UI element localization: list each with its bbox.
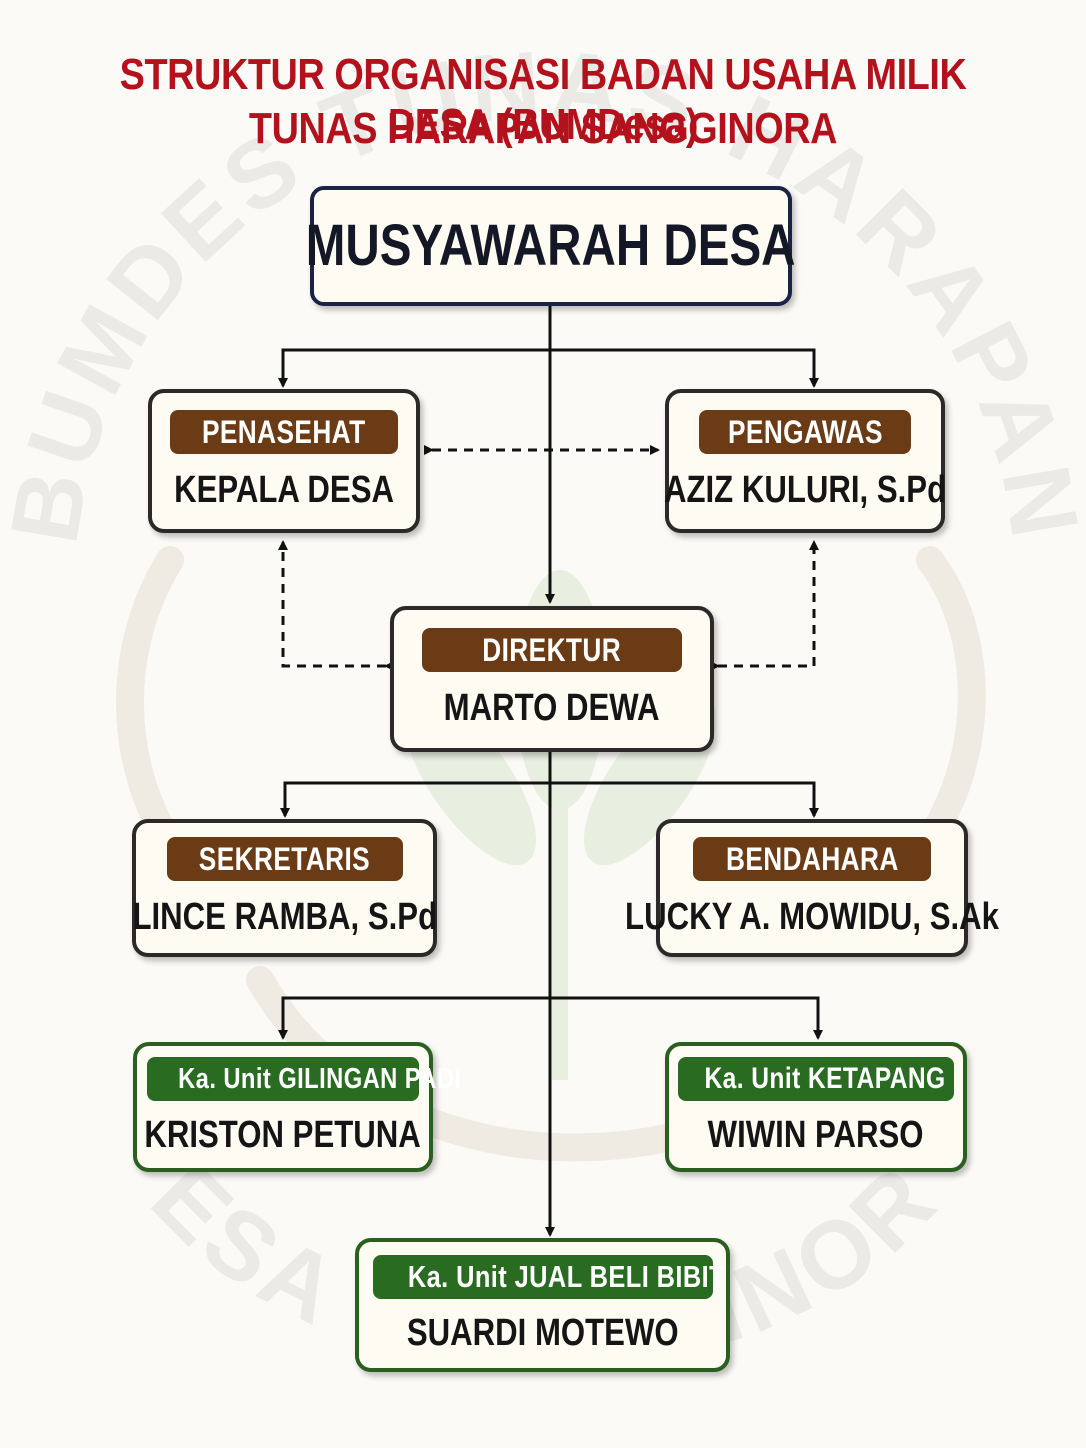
dashed-direktur-pengawas: [710, 540, 819, 671]
node-penasehat: PENASEHAT KEPALA DESA: [148, 389, 420, 533]
dashed-direktur-penasehat: [278, 540, 394, 671]
node-unit-ketapang: Ka. Unit KETAPANG WIWIN PARSO: [665, 1042, 967, 1172]
unit-bibit-name: SUARDI MOTEWO: [406, 1312, 679, 1354]
unit-gilingan-role: Ka. Unit GILINGAN PADI: [178, 1063, 462, 1095]
node-sekretaris: SEKRETARIS LINCE RAMBA, S.Pd: [132, 819, 437, 957]
pengawas-role: PENGAWAS: [727, 414, 883, 450]
sekretaris-name: LINCE RAMBA, S.Pd: [132, 896, 437, 938]
unit-ketapang-name: WIWIN PARSO: [708, 1114, 924, 1156]
pengawas-name: AZIZ KULURI, S.Pd: [663, 469, 947, 511]
node-pengawas: PENGAWAS AZIZ KULURI, S.Pd: [663, 389, 947, 533]
unit-bibit-role: Ka. Unit JUAL BELI BIBIT: [407, 1259, 725, 1294]
title-line-2: TUNAS HARAPAN SANGGINORA: [248, 104, 838, 153]
branch-unit-gilingan: [278, 996, 550, 1040]
title-line-1: STRUKTUR ORGANISASI BADAN USAHA MILIK DE…: [119, 50, 967, 149]
node-unit-jual-beli-bibit: Ka. Unit JUAL BELI BIBIT SUARDI MOTEWO: [355, 1238, 730, 1372]
bendahara-role: BENDAHARA: [725, 841, 899, 877]
node-bendahara: BENDAHARA LUCKY A. MOWIDU, S.Ak: [625, 819, 999, 957]
branch-penasehat: [278, 348, 550, 388]
sekretaris-role: SEKRETARIS: [198, 841, 371, 877]
direktur-role: DIREKTUR: [482, 632, 622, 668]
unit-ketapang-role: Ka. Unit KETAPANG: [704, 1062, 946, 1095]
unit-gilingan-name: KRISTON PETUNA: [144, 1114, 422, 1156]
branch-bendahara: [550, 781, 819, 818]
node-direktur: DIREKTUR MARTO DEWA: [390, 606, 714, 752]
branch-unit-ketapang: [550, 996, 823, 1040]
node-musyawarah-desa: MUSYAWARAH DESA: [306, 186, 796, 306]
musyawarah-name: MUSYAWARAH DESA: [306, 213, 796, 278]
penasehat-role: PENASEHAT: [202, 414, 366, 450]
branch-sekretaris: [280, 781, 550, 818]
branch-pengawas: [550, 348, 819, 388]
direktur-name: MARTO DEWA: [444, 687, 660, 729]
penasehat-name: KEPALA DESA: [174, 469, 394, 511]
node-unit-gilingan-padi: Ka. Unit GILINGAN PADI KRISTON PETUNA: [133, 1042, 461, 1172]
bendahara-name: LUCKY A. MOWIDU, S.Ak: [625, 896, 999, 938]
